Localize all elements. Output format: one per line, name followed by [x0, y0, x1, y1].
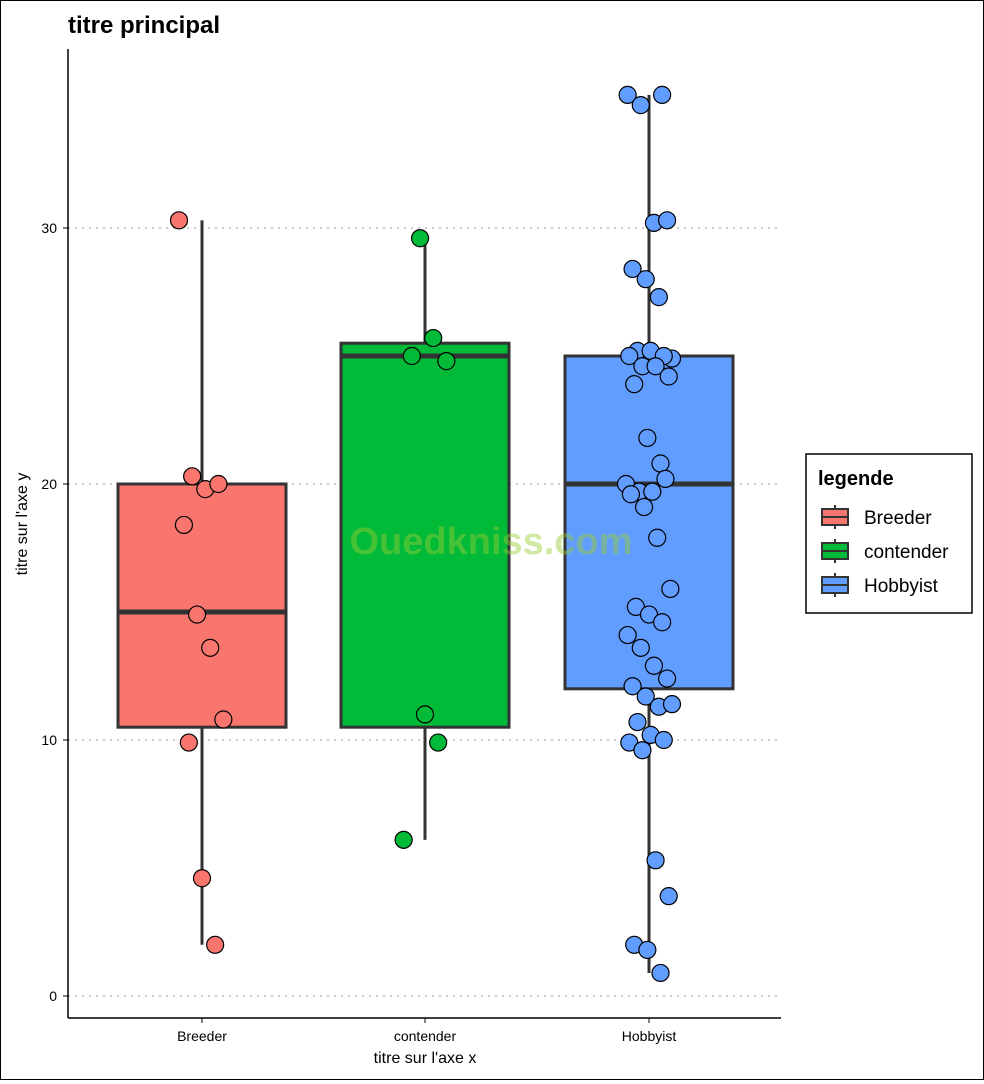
watermark: Ouedkniss.com: [350, 521, 633, 563]
y-tick-label: 20: [41, 476, 57, 492]
data-point: [179, 733, 198, 752]
data-point: [636, 270, 655, 289]
data-point: [649, 288, 668, 307]
data-point: [661, 579, 680, 599]
data-point: [631, 638, 650, 657]
x-axis-label: titre sur l'axe x: [374, 1050, 477, 1067]
x-tick-label: contender: [394, 1028, 457, 1044]
data-point: [623, 259, 642, 279]
data-point: [625, 375, 644, 394]
data-point: [415, 705, 435, 724]
data-point: [187, 605, 207, 624]
data-point: [643, 482, 662, 501]
data-point: [662, 695, 682, 714]
legend-label: contender: [864, 542, 949, 563]
chart-title: titre principal: [68, 12, 220, 39]
y-axis-label: titre sur l'axe y: [14, 473, 31, 576]
legend-title: legende: [818, 468, 894, 490]
data-point: [659, 367, 678, 386]
data-point: [618, 625, 637, 645]
data-point: [214, 710, 233, 729]
data-point: [638, 940, 657, 960]
data-point: [169, 211, 189, 230]
data-point: [653, 613, 672, 632]
box-contender: [339, 341, 511, 729]
legend-label: Breeder: [864, 508, 932, 529]
data-point: [410, 229, 430, 248]
data-point: [620, 346, 639, 366]
x-tick-label: Hobbyist: [622, 1028, 677, 1044]
data-point: [636, 687, 655, 706]
data-point: [656, 469, 675, 488]
box-Breeder: [116, 482, 288, 729]
data-point: [644, 656, 664, 675]
y-tick-label: 0: [49, 988, 57, 1004]
data-point: [174, 515, 194, 535]
data-point: [394, 830, 413, 849]
x-tick-label: Breeder: [177, 1028, 227, 1044]
data-point: [621, 485, 641, 504]
data-point: [651, 963, 670, 983]
data-point: [633, 741, 652, 760]
data-point: [651, 454, 670, 473]
data-point: [631, 96, 650, 115]
data-point: [402, 346, 421, 366]
data-point: [654, 730, 673, 750]
y-tick-label: 10: [41, 732, 57, 748]
data-point: [638, 428, 657, 448]
data-point: [657, 211, 677, 230]
data-point: [209, 474, 228, 494]
legend-label: Hobbyist: [864, 576, 939, 597]
data-point: [201, 638, 220, 657]
data-point: [646, 851, 665, 870]
data-point: [206, 935, 225, 954]
data-point: [623, 677, 642, 696]
data-point: [634, 497, 654, 517]
data-point: [659, 887, 678, 906]
data-point: [648, 528, 667, 547]
data-point: [653, 85, 672, 104]
data-point: [424, 328, 443, 348]
y-tick-label: 30: [41, 220, 57, 236]
data-point: [429, 733, 448, 752]
data-point: [657, 669, 677, 688]
data-point: [192, 869, 212, 888]
data-point: [183, 467, 202, 486]
data-point: [628, 712, 647, 732]
data-point: [646, 357, 665, 376]
data-point: [437, 352, 456, 371]
data-point: [618, 85, 637, 104]
